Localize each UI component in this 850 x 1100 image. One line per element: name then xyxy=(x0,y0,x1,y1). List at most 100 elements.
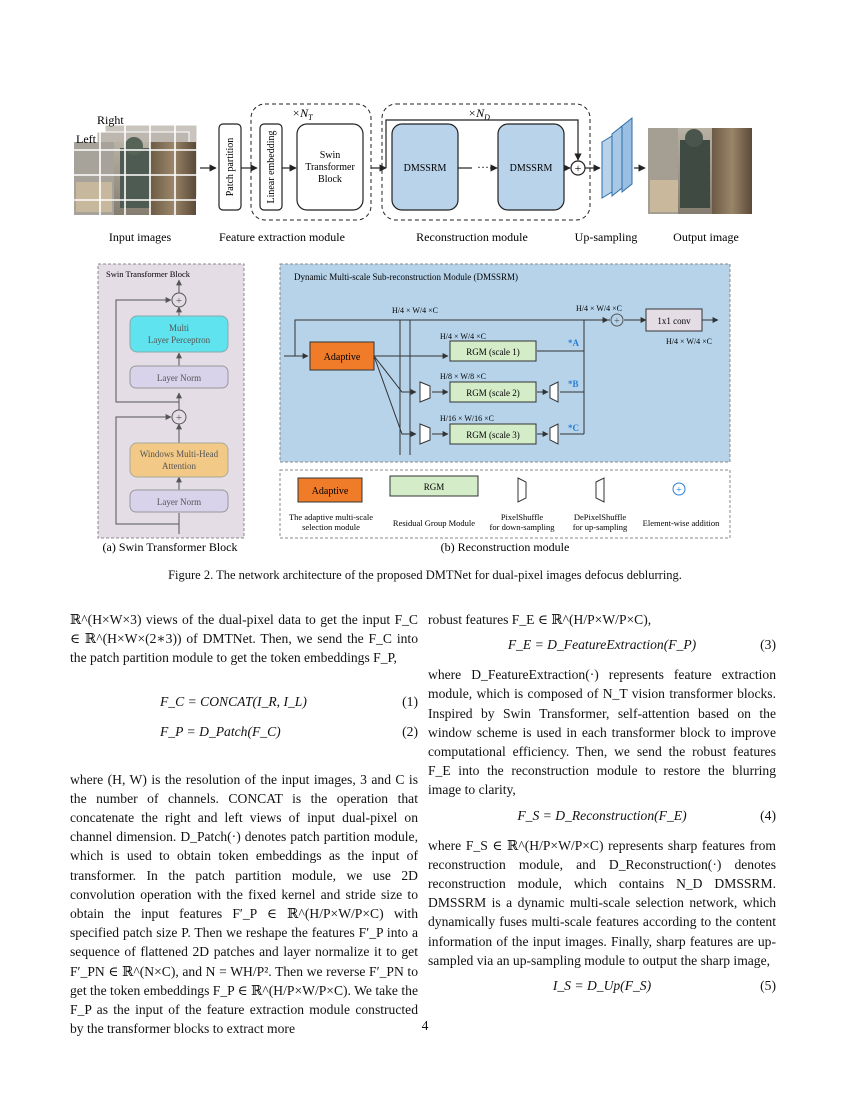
page-number: 4 xyxy=(421,1018,429,1033)
legend-rgm xyxy=(389,475,479,497)
dmssrm-panel-title: Dynamic Multi-scale Sub-reconstruction M… xyxy=(294,272,518,282)
rgm-scale-3 xyxy=(449,423,537,445)
swin-add-icon-bottom xyxy=(171,409,187,425)
svg-text:Element-wise addition: Element-wise addition xyxy=(643,518,720,528)
nd-label: ×ND xyxy=(468,106,490,122)
svg-text:Layer Norm: Layer Norm xyxy=(157,497,201,507)
output-image xyxy=(648,128,752,214)
svg-text:+: + xyxy=(676,485,682,496)
layer-norm-bottom xyxy=(129,489,229,513)
left-label: Left xyxy=(76,132,97,146)
depixelshuffle-up-icon xyxy=(549,381,559,403)
swin-panel-title: Swin Transformer Block xyxy=(106,269,191,279)
dmssrm-label-2: DMSSRM xyxy=(510,163,553,174)
figure-caption: Figure 2. The network architecture of th… xyxy=(168,568,682,582)
legend-add-icon xyxy=(672,482,686,496)
dim-top-2: H/4 × W/4 ×C xyxy=(576,304,622,313)
weight-b: *B xyxy=(568,379,579,389)
left-column: ℝ^(H×W×3) views of the dual-pixel data t… xyxy=(70,610,418,1038)
svg-text:+: + xyxy=(176,295,182,307)
right-column: robust features F_E ∈ ℝ^(H/P×W/P×C), F_E… xyxy=(428,610,776,1006)
caption-upsampling: Up-sampling xyxy=(575,230,638,244)
pixelshuffle-down-icon xyxy=(419,423,431,445)
right-paragraph-1: robust features F_E ∈ ℝ^(H/P×W/P×C), xyxy=(428,612,652,627)
dim-rgm1: H/4 × W/4 ×C xyxy=(440,332,486,341)
weight-a: *A xyxy=(568,338,580,348)
svg-text:Adaptive: Adaptive xyxy=(324,352,361,363)
svg-text:Layer Perceptron: Layer Perceptron xyxy=(148,335,211,345)
figure-architecture: Left Right Patch partition ×NT Linear em… xyxy=(74,103,752,554)
svg-text:RGM (scale 2): RGM (scale 2) xyxy=(466,388,520,398)
legend-adaptive xyxy=(297,477,363,503)
conv-block xyxy=(645,308,703,332)
dmssrm-add-icon xyxy=(610,313,624,327)
svg-text:1x1 conv: 1x1 conv xyxy=(657,316,691,326)
upsampling-planes xyxy=(601,116,633,199)
caption-input-images: Input images xyxy=(109,230,172,244)
layer-norm-top xyxy=(129,365,229,389)
svg-text:RGM: RGM xyxy=(424,482,445,492)
svg-text:Multi: Multi xyxy=(169,323,190,333)
dim-rgm2: H/8 × W/8 ×C xyxy=(440,372,486,381)
swin-block-line3: Block xyxy=(318,174,342,185)
rgm-scale-1 xyxy=(449,340,537,362)
swin-add-icon-top xyxy=(171,292,187,308)
right-paragraph-3: where F_S ∈ ℝ^(H/P×W/P×C) represents sha… xyxy=(428,837,776,968)
svg-text:RGM (scale 3): RGM (scale 3) xyxy=(466,430,520,440)
reconstruction-group xyxy=(381,103,591,221)
dots: ··· xyxy=(477,160,489,174)
svg-text:selection module: selection module xyxy=(302,522,360,532)
patch-partition-box xyxy=(218,123,242,211)
svg-text:The adaptive multi-scale: The adaptive multi-scale xyxy=(289,512,373,522)
legend-pixelshuffle-icon xyxy=(517,477,527,503)
swin-transformer-block xyxy=(296,123,364,211)
right-paragraph-2: where D_FeatureExtraction(·) represents … xyxy=(428,667,776,798)
left-paragraph-1: ℝ^(H×W×3) views of the dual-pixel data t… xyxy=(70,612,418,666)
reconstruction-panel-caption: (b) Reconstruction module xyxy=(441,540,570,554)
equation-1: F_C = CONCAT(I_R, I_L) (1) xyxy=(160,693,418,709)
swin-block-line2: Transformer xyxy=(305,162,355,173)
right-label: Right xyxy=(97,113,124,127)
svg-text:+: + xyxy=(614,316,620,327)
dmssrm-block-1 xyxy=(391,123,459,211)
linear-embedding-box xyxy=(259,123,283,211)
svg-text:+: + xyxy=(575,161,582,175)
svg-text:Windows Multi-Head: Windows Multi-Head xyxy=(140,449,219,459)
dim-rgm3: H/16 × W/16 ×C xyxy=(440,414,494,423)
wmha-block xyxy=(129,442,229,478)
patch-partition-label: Patch partition xyxy=(225,138,236,197)
legend-depixelshuffle-icon xyxy=(595,477,605,503)
nt-label: ×NT xyxy=(292,106,313,122)
feature-extraction-group xyxy=(250,103,372,221)
adaptive-block xyxy=(309,341,375,371)
swin-panel-caption: (a) Swin Transformer Block xyxy=(103,540,238,554)
weight-c: *C xyxy=(568,423,579,433)
depixelshuffle-up-icon xyxy=(549,423,559,445)
svg-text:PixelShuffle: PixelShuffle xyxy=(501,512,544,522)
equation-4: F_S = D_Reconstruction(F_E) (4) xyxy=(517,807,776,823)
left-paragraph-2: where (H, W) is the resolution of the in… xyxy=(70,771,418,1037)
equation-5: I_S = D_Up(F_S) (5) xyxy=(552,978,776,994)
dim-out: H/4 × W/4 ×C xyxy=(666,337,712,346)
caption-reconstruction: Reconstruction module xyxy=(416,230,528,244)
rgm-scale-2 xyxy=(449,381,537,403)
swin-block-line1: Swin xyxy=(320,150,341,161)
input-images xyxy=(74,124,198,215)
svg-text:Residual Group Module: Residual Group Module xyxy=(393,518,475,528)
svg-text:Adaptive: Adaptive xyxy=(312,486,349,497)
svg-text:DePixelShuffle: DePixelShuffle xyxy=(574,512,626,522)
svg-text:Attention: Attention xyxy=(162,461,196,471)
svg-text:+: + xyxy=(176,412,182,424)
equation-2: F_P = D_Patch(F_C) (2) xyxy=(160,723,418,739)
svg-text:Layer Norm: Layer Norm xyxy=(157,373,201,383)
svg-text:for down-sampling: for down-sampling xyxy=(490,522,556,532)
dim-top-1: H/4 × W/4 ×C xyxy=(392,306,438,315)
mlp-block xyxy=(129,315,229,353)
linear-embedding-label: Linear embedding xyxy=(266,130,277,203)
svg-text:for up-sampling: for up-sampling xyxy=(573,522,628,532)
equation-3: F_E = D_FeatureExtraction(F_P) (3) xyxy=(507,637,776,653)
pixelshuffle-down-icon xyxy=(419,381,431,403)
caption-output-image: Output image xyxy=(673,230,739,244)
dmssrm-label-1: DMSSRM xyxy=(404,163,447,174)
svg-text:RGM (scale 1): RGM (scale 1) xyxy=(466,347,520,357)
